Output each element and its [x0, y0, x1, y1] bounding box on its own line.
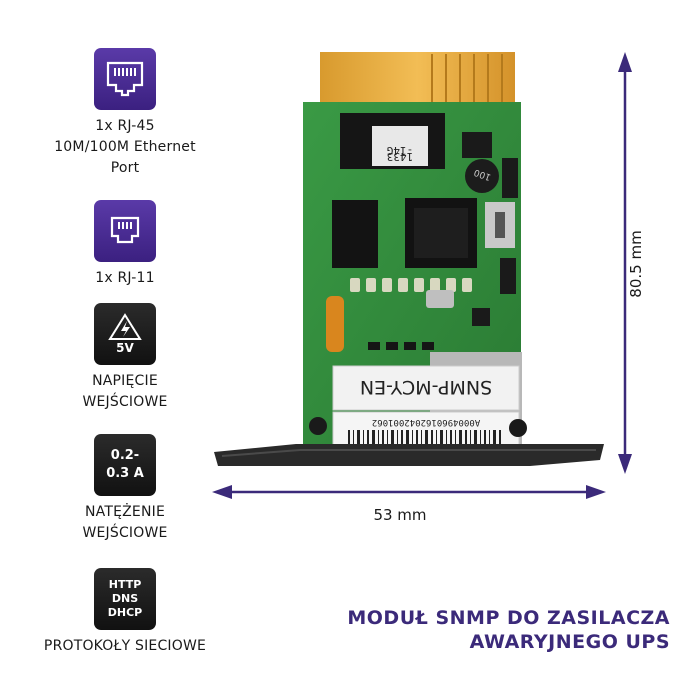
- current-badge-line: 0.2-: [110, 448, 140, 463]
- protocol-icon: HTTP DNS DHCP: [94, 568, 156, 630]
- height-dimension-label: 80.5 mm: [627, 230, 645, 298]
- snmp-card-image: 1433 -14G 100 SNMP-MCY-EN A0004960162042…: [214, 52, 604, 466]
- chip-label: 1433: [387, 150, 414, 163]
- product-title: MODUŁ SNMP DO ZASILACZA AWARYJNEGO UPS: [340, 606, 670, 654]
- protocol-badge-line: DNS: [111, 592, 139, 605]
- current-badge-line: 0.3 A: [106, 466, 144, 481]
- protocol-badge-line: HTTP: [108, 578, 142, 591]
- feature-text: Port: [110, 160, 140, 176]
- feature-text: WEJŚCIOWE: [82, 525, 168, 541]
- feature-text: 1x RJ-11: [95, 270, 155, 286]
- feature-text: WEJŚCIOWE: [82, 394, 168, 410]
- current-icon: 0.2- 0.3 A: [94, 434, 156, 496]
- inductor: [465, 159, 499, 193]
- voltage-badge: 5V: [116, 341, 134, 355]
- serial-number: A0004960162042001062: [372, 417, 480, 427]
- width-dimension-label: 53 mm: [373, 506, 427, 524]
- feature-text: 1x RJ-45: [95, 118, 155, 134]
- feature-voltage: 5V NAPIĘCIE WEJŚCIOWE: [0, 303, 250, 413]
- height-arrow: [618, 52, 632, 474]
- title-line: MODUŁ SNMP DO ZASILACZA: [347, 607, 670, 629]
- ram-chip: [332, 200, 378, 268]
- width-arrow: [212, 485, 606, 499]
- feature-text: PROTOKOŁY SIECIOWE: [43, 638, 207, 654]
- feature-text: NATĘŻENIE: [84, 504, 166, 520]
- high-voltage-icon: 5V: [94, 303, 156, 365]
- feature-current: 0.2- 0.3 A NATĘŻENIE WEJŚCIOWE: [0, 434, 250, 544]
- feature-rj11: 1x RJ-11: [0, 200, 250, 289]
- sticker: [332, 365, 520, 411]
- capacitor: [326, 296, 344, 352]
- protocol-badge-line: DHCP: [107, 606, 143, 619]
- feature-text: NAPIĘCIE: [92, 373, 158, 389]
- feature-rj45: 1x RJ-45 10M/100M Ethernet Port: [0, 48, 250, 179]
- chip-label: -14G: [387, 144, 414, 157]
- feature-text: 10M/100M Ethernet: [54, 139, 196, 155]
- rj11-port-icon: [94, 200, 156, 262]
- rj45-port-icon: [94, 48, 156, 110]
- feature-protocols: HTTP DNS DHCP PROTOKOŁY SIECIOWE: [0, 568, 250, 657]
- edge-connector: [320, 52, 515, 110]
- sticker-label: SNMP-MCY-EN: [360, 376, 492, 398]
- title-line: AWARYJNEGO UPS: [469, 631, 670, 653]
